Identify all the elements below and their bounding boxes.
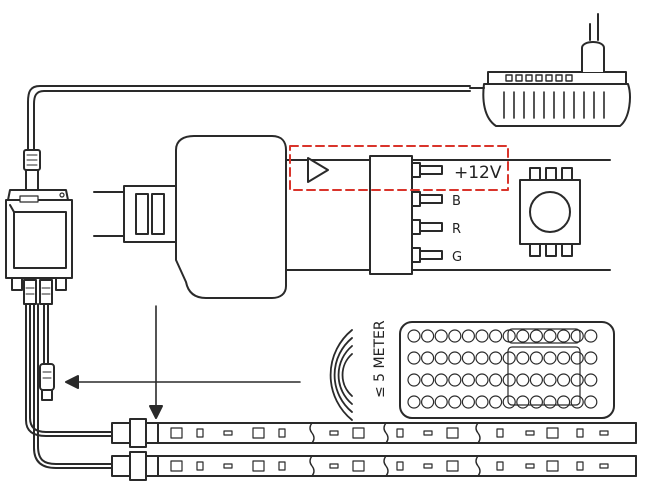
remote-button (502, 351, 516, 365)
remote-button (570, 351, 584, 365)
remote-button (570, 395, 584, 409)
remote-button (584, 373, 598, 387)
remote-button (475, 329, 489, 343)
remote-button (434, 329, 448, 343)
remote-button (543, 329, 557, 343)
remote-button (556, 373, 571, 387)
remote-button (461, 395, 475, 409)
power-cable (27, 85, 471, 151)
remote-button (516, 395, 530, 409)
remote-button (489, 373, 503, 387)
remote-button (584, 351, 598, 365)
remote-button (584, 329, 598, 343)
remote-button (475, 351, 489, 365)
remote-button (529, 329, 544, 343)
controller-box-icon (5, 189, 73, 305)
remote-button (475, 395, 489, 409)
remote-button (407, 373, 421, 387)
remote-button (421, 351, 435, 365)
remote-button (448, 329, 462, 343)
remote-button (489, 395, 503, 409)
remote-button (434, 395, 448, 409)
left-arrow-icon (65, 375, 301, 389)
remote-button (570, 373, 584, 387)
remote-button (502, 329, 516, 343)
pin-g-label: G (452, 250, 462, 265)
down-arrow-icon (149, 305, 163, 419)
remote-button (448, 351, 462, 365)
remote-button (556, 329, 571, 343)
remote-button (516, 373, 530, 387)
remote-button (529, 373, 544, 387)
wall-plug-adapter-icon (469, 13, 631, 127)
connector-zoom (93, 135, 611, 299)
remote-button (461, 329, 475, 343)
remote-button (407, 395, 421, 409)
remote-button (529, 395, 544, 409)
remote-button (475, 373, 489, 387)
remote-button (543, 373, 557, 387)
remote-button (556, 351, 571, 365)
remote-control-icon (399, 321, 615, 419)
remote-button (570, 329, 584, 343)
remote-button (489, 351, 503, 365)
remote-button (434, 351, 448, 365)
pin-12v-label: +12V (454, 163, 502, 183)
remote-button (543, 351, 557, 365)
remote-button (448, 395, 462, 409)
remote-button (502, 373, 516, 387)
ir-receiver-icon (39, 303, 55, 401)
strip-cables (25, 303, 113, 469)
distance-label: ≤ 5 METER (372, 320, 388, 398)
pin-b-label: B (452, 194, 461, 209)
remote-button (461, 351, 475, 365)
ir-signal-waves-icon (329, 329, 353, 421)
pin-r-label: R (452, 222, 461, 237)
led-strip-icon (111, 418, 637, 481)
remote-button (434, 373, 448, 387)
remote-button (421, 329, 435, 343)
remote-button (489, 329, 503, 343)
remote-button (461, 373, 475, 387)
remote-button (421, 395, 435, 409)
remote-button (502, 395, 516, 409)
remote-button (529, 351, 544, 365)
connector-plug-icon (23, 149, 41, 191)
remote-button (516, 329, 530, 343)
remote-button (407, 329, 421, 343)
remote-button (543, 395, 557, 409)
remote-button (516, 351, 530, 365)
remote-button (407, 351, 421, 365)
remote-button (448, 373, 462, 387)
remote-button (556, 395, 571, 409)
remote-button (421, 373, 435, 387)
rgb-led-chip-icon (519, 167, 581, 257)
remote-button (584, 395, 598, 409)
